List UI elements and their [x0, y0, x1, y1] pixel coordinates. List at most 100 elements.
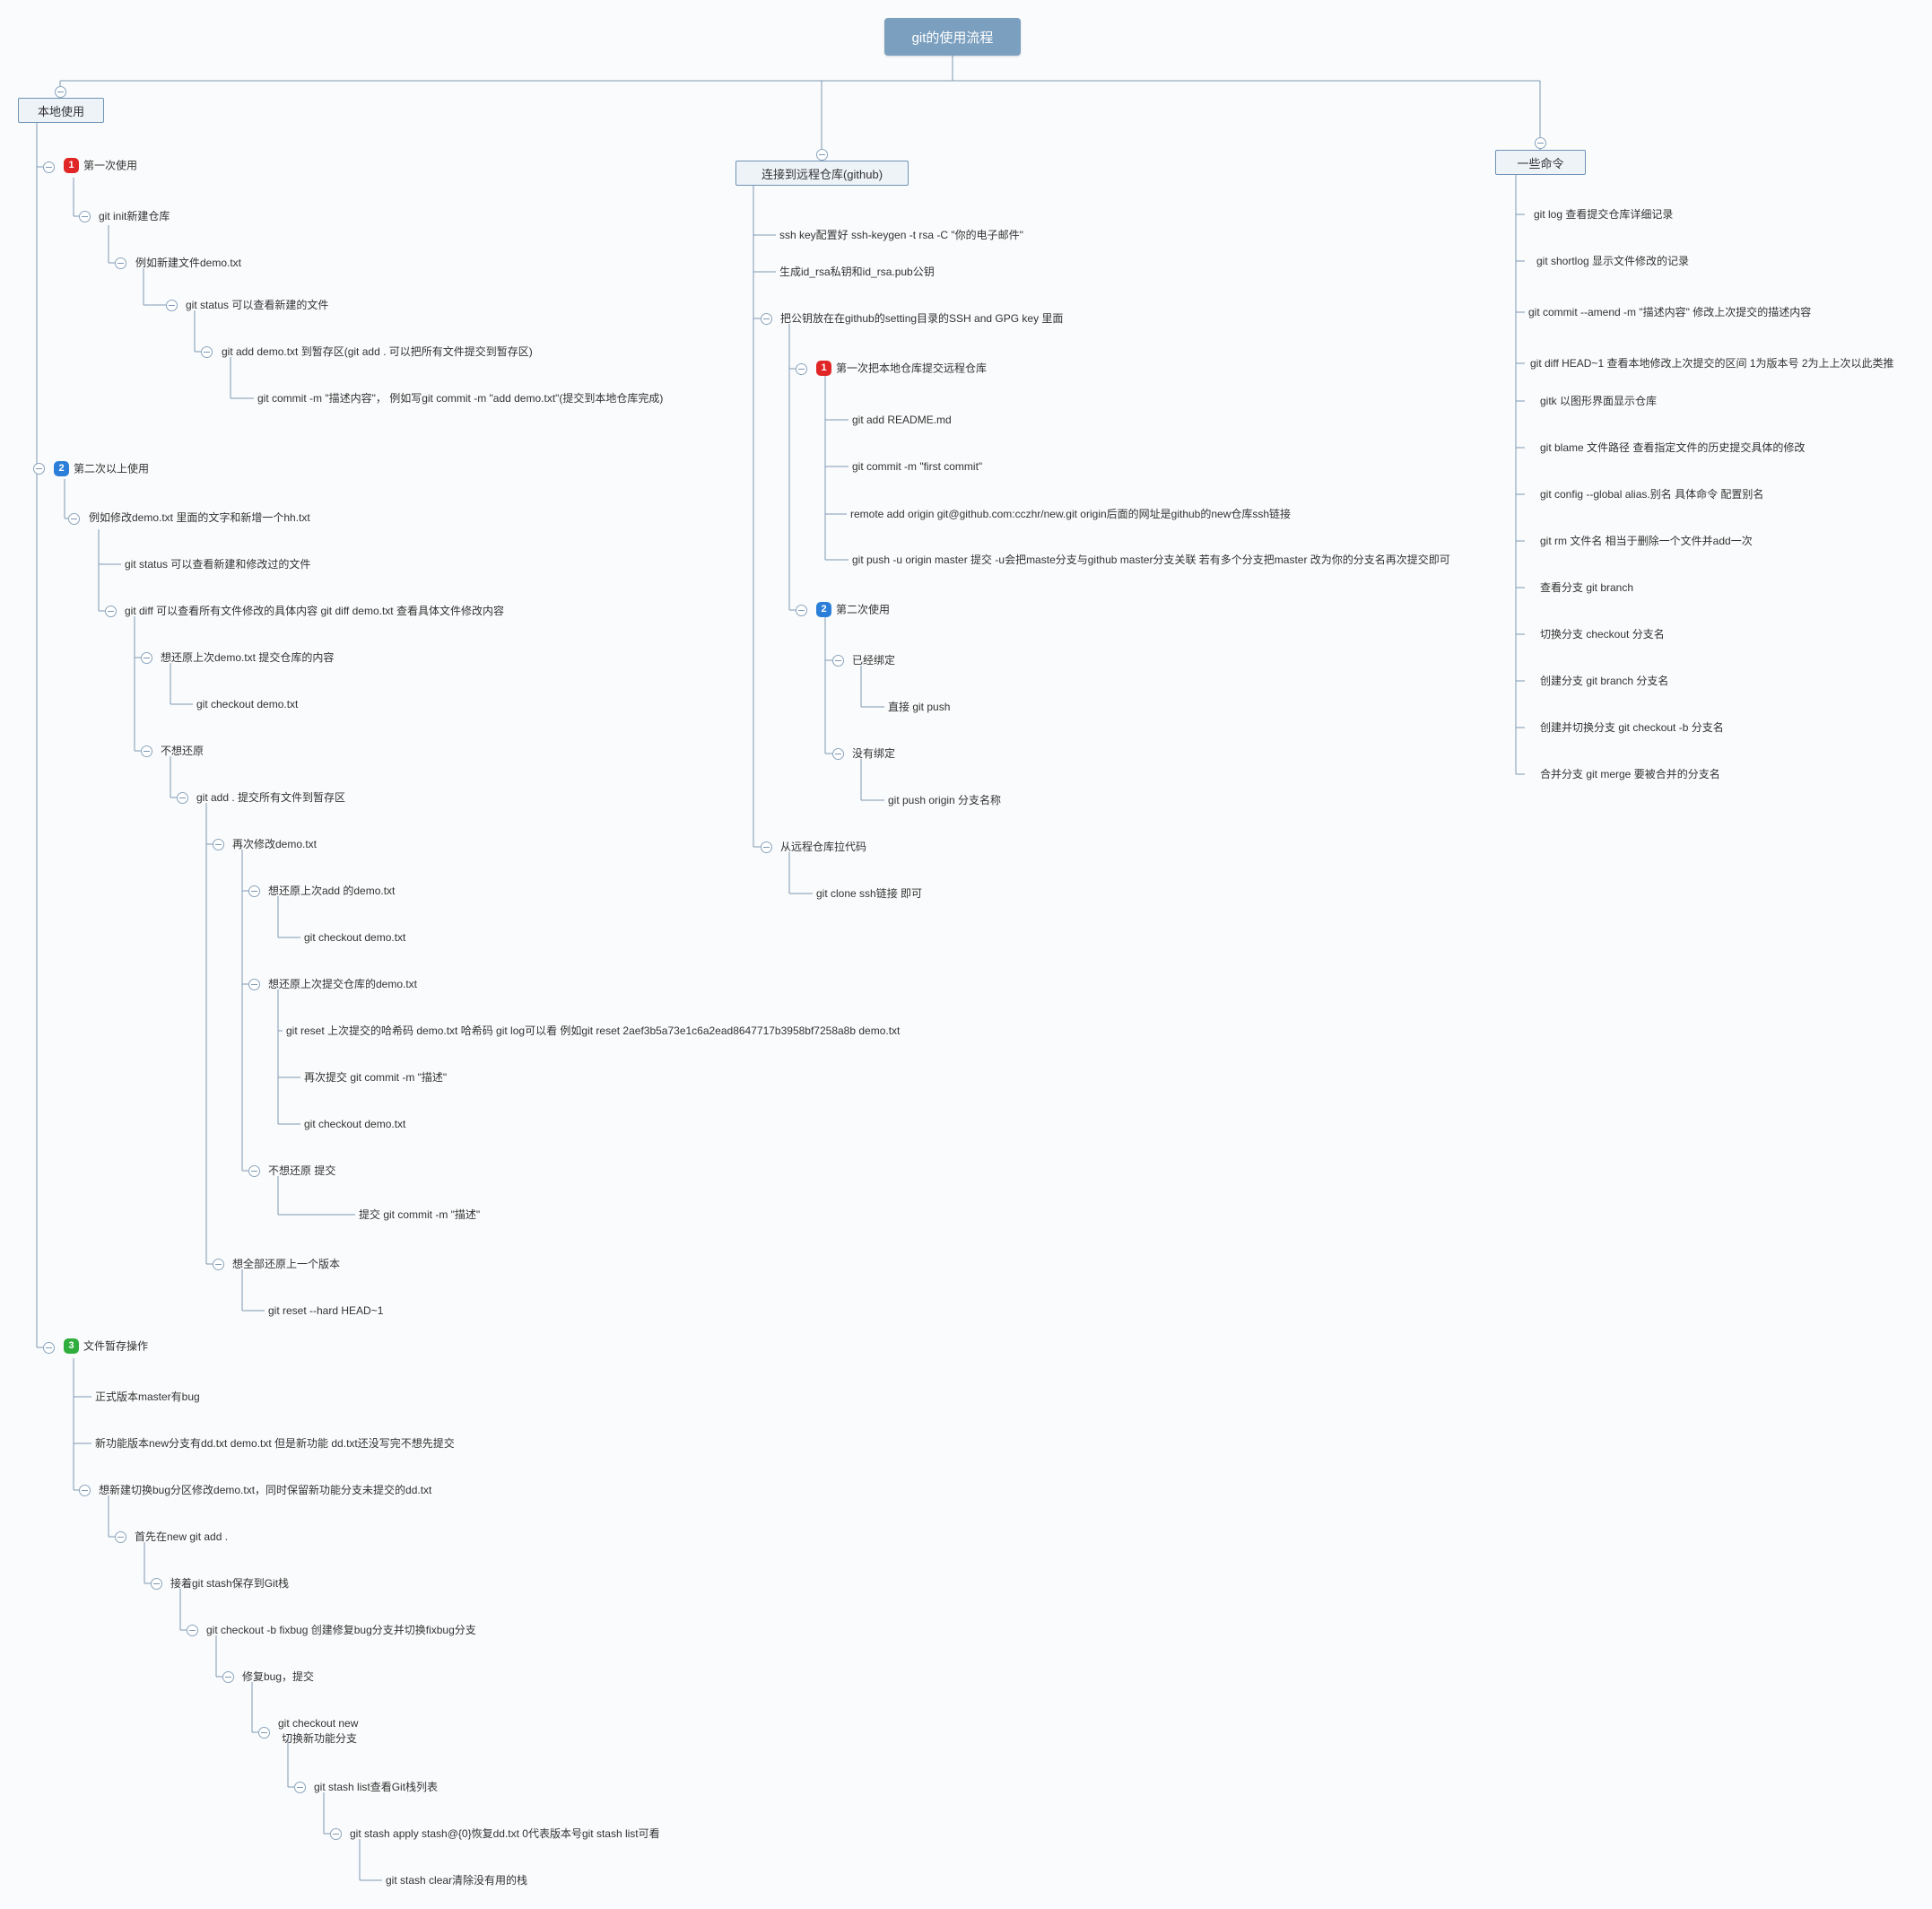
topic-first-add[interactable]: 首先在new git add .	[135, 1530, 229, 1543]
topic-gen-keys[interactable]: 生成id_rsa私钥和id_rsa.pub公钥	[779, 266, 935, 278]
topic-push-origin[interactable]: git push origin 分支名称	[888, 794, 1002, 806]
collapse-toggle[interactable]	[213, 1259, 224, 1270]
collapse-toggle[interactable]	[115, 257, 126, 269]
topic-checkout-1[interactable]: git checkout demo.txt	[196, 698, 299, 710]
topic-add-all[interactable]: git add . 提交所有文件到暂存区	[196, 791, 346, 804]
topic-push-u[interactable]: git push -u origin master 提交 -u会把maste分支…	[852, 554, 1450, 566]
collapse-toggle[interactable]	[105, 606, 117, 617]
command-item[interactable]: git shortlog 显示文件修改的记录	[1536, 255, 1690, 267]
collapse-toggle[interactable]	[177, 792, 188, 804]
collapse-toggle[interactable]	[33, 463, 45, 475]
command-item[interactable]: git log 查看提交仓库详细记录	[1534, 208, 1674, 221]
command-item[interactable]: 创建分支 git branch 分支名	[1540, 675, 1669, 687]
collapse-toggle[interactable]	[201, 346, 213, 358]
command-item[interactable]: 切换分支 checkout 分支名	[1540, 628, 1665, 641]
branch-remote[interactable]: 连接到远程仓库(github)	[735, 161, 909, 186]
collapse-toggle[interactable]	[79, 211, 91, 222]
topic-checkout-new-line2[interactable]: 切换新功能分支	[282, 1732, 358, 1745]
topic-restore-all[interactable]: 想全部还原上一个版本	[232, 1258, 341, 1270]
topic-new-file[interactable]: 例如新建文件demo.txt	[135, 257, 242, 269]
topic-bound[interactable]: 已经绑定	[852, 654, 896, 667]
command-item[interactable]: 合并分支 git merge 要被合并的分支名	[1540, 768, 1720, 780]
topic-diff[interactable]: git diff 可以查看所有文件修改的具体内容 git diff demo.t…	[125, 605, 504, 617]
topic-fix-commit[interactable]: 修复bug，提交	[242, 1670, 315, 1683]
collapse-toggle[interactable]	[151, 1578, 162, 1590]
collapse-toggle[interactable]	[213, 839, 224, 850]
topic-clone[interactable]: git clone ssh链接 即可	[816, 887, 923, 900]
topic-stash-save[interactable]: 接着git stash保存到Git栈	[170, 1577, 290, 1590]
command-item[interactable]: git blame 文件路径 查看指定文件的历史提交具体的修改	[1540, 441, 1806, 454]
topic-restore-last[interactable]: 想还原上次demo.txt 提交仓库的内容	[161, 651, 335, 664]
topic-new-branch[interactable]: 新功能版本new分支有dd.txt demo.txt 但是新功能 dd.txt还…	[95, 1437, 455, 1450]
collapse-toggle[interactable]	[222, 1671, 234, 1683]
collapse-toggle[interactable]	[141, 652, 152, 664]
topic-git-init[interactable]: git init新建仓库	[99, 210, 170, 222]
collapse-toggle[interactable]	[832, 748, 844, 760]
collapse-toggle[interactable]	[187, 1625, 198, 1636]
topic-reset-hash[interactable]: git reset 上次提交的哈希码 demo.txt 哈希码 git log可…	[286, 1024, 901, 1037]
topic-reset-hard[interactable]: git reset --hard HEAD~1	[268, 1304, 384, 1317]
collapse-toggle[interactable]	[115, 1531, 126, 1543]
topic-stash-list[interactable]: git stash list查看Git栈列表	[314, 1781, 439, 1793]
command-item[interactable]: git config --global alias.别名 具体命令 配置别名	[1540, 488, 1764, 501]
topic-checkout-2[interactable]: git checkout demo.txt	[304, 931, 406, 944]
topic-master-bug[interactable]: 正式版本master有bug	[95, 1390, 200, 1403]
topic-modify-again[interactable]: 再次修改demo.txt	[232, 838, 318, 850]
command-item[interactable]: 查看分支 git branch	[1540, 581, 1634, 594]
topic-switch-bug[interactable]: 想新建切换bug分区修改demo.txt，同时保留新功能分支未提交的dd.txt	[99, 1484, 432, 1496]
topic-ssh-key[interactable]: ssh key配置好 ssh-keygen -t rsa -C "你的电子邮件"	[779, 229, 1023, 241]
collapse-toggle[interactable]	[55, 86, 66, 98]
topic-checkout-new-line1[interactable]: git checkout new	[278, 1717, 359, 1730]
topic-direct-push[interactable]: 直接 git push	[888, 701, 951, 713]
topic-pull[interactable]: 从远程仓库拉代码	[780, 841, 867, 853]
topic-recommit[interactable]: 再次提交 git commit -m "描述"	[304, 1071, 448, 1084]
topic-first-commit[interactable]: git commit -m "first commit"	[852, 460, 983, 473]
collapse-toggle[interactable]	[258, 1727, 270, 1739]
root-node[interactable]: git的使用流程	[884, 18, 1021, 56]
branch-commands[interactable]: 一些命令	[1495, 150, 1586, 175]
topic-restore-repo[interactable]: 想还原上次提交仓库的demo.txt	[268, 978, 418, 990]
topic-stash-clear[interactable]: git stash clear清除没有用的栈	[386, 1874, 528, 1887]
topic-remote-add[interactable]: remote add origin git@github.com:cczhr/n…	[850, 508, 1292, 520]
topic-add-readme[interactable]: git add README.md	[852, 414, 952, 426]
topic-no-restore-commit[interactable]: 不想还原 提交	[268, 1164, 336, 1177]
branch-local[interactable]: 本地使用	[18, 98, 104, 123]
collapse-toggle[interactable]	[796, 363, 807, 375]
topic-add-stage[interactable]: git add demo.txt 到暂存区(git add . 可以把所有文件提…	[222, 345, 533, 358]
collapse-toggle[interactable]	[832, 655, 844, 667]
topic-restore-add[interactable]: 想还原上次add 的demo.txt	[268, 885, 396, 897]
topic-status-new[interactable]: git status 可以查看新建的文件	[186, 299, 329, 311]
topic-unbound[interactable]: 没有绑定	[852, 747, 896, 760]
collapse-toggle[interactable]	[1535, 137, 1546, 149]
topic-modify[interactable]: 例如修改demo.txt 里面的文字和新增一个hh.txt	[89, 511, 310, 524]
command-item[interactable]: git diff HEAD~1 查看本地修改上次提交的区间 1为版本号 2为上上…	[1530, 357, 1894, 370]
collapse-toggle[interactable]	[166, 300, 178, 311]
collapse-toggle[interactable]	[248, 1165, 260, 1177]
collapse-toggle[interactable]	[141, 745, 152, 757]
topic-status-mod[interactable]: git status 可以查看新建和修改过的文件	[125, 558, 311, 571]
collapse-toggle[interactable]	[294, 1782, 306, 1793]
topic-checkout-fix[interactable]: git checkout -b fixbug 创建修复bug分支并切换fixbu…	[206, 1624, 476, 1636]
collapse-toggle[interactable]	[761, 841, 772, 853]
collapse-toggle[interactable]	[43, 1342, 55, 1354]
topic-commit-desc[interactable]: 提交 git commit -m "描述"	[359, 1208, 481, 1221]
collapse-toggle[interactable]	[79, 1485, 91, 1496]
command-item[interactable]: git rm 文件名 相当于删除一个文件并add一次	[1540, 535, 1753, 547]
collapse-toggle[interactable]	[68, 513, 80, 525]
topic-no-restore[interactable]: 不想还原	[161, 745, 205, 757]
collapse-toggle[interactable]	[248, 979, 260, 990]
topic-stash-apply[interactable]: git stash apply stash@{0}恢复dd.txt 0代表版本号…	[350, 1827, 660, 1840]
topic-put-pub[interactable]: 把公钥放在在github的setting目录的SSH and GPG key 里…	[780, 312, 1064, 325]
collapse-toggle[interactable]	[330, 1828, 342, 1840]
collapse-toggle[interactable]	[796, 605, 807, 616]
collapse-toggle[interactable]	[761, 313, 772, 325]
topic-checkout-3[interactable]: git checkout demo.txt	[304, 1118, 406, 1130]
command-item[interactable]: gitk 以图形界面显示仓库	[1540, 395, 1658, 407]
command-item[interactable]: git commit --amend -m "描述内容" 修改上次提交的描述内容	[1528, 306, 1812, 318]
command-item[interactable]: 创建并切换分支 git checkout -b 分支名	[1540, 721, 1724, 734]
